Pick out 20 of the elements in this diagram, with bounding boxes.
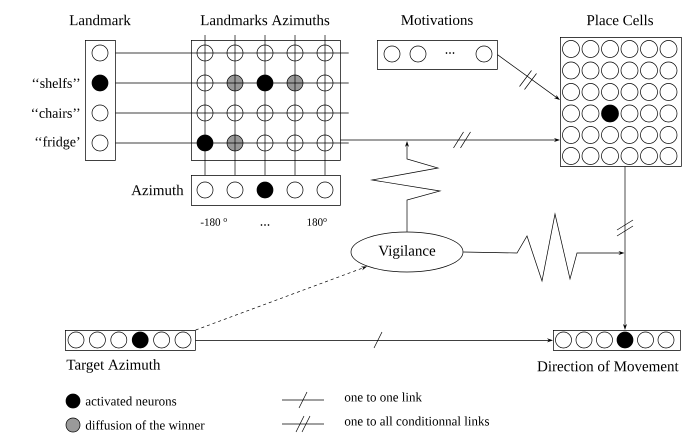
neuron-layer-drawing: ... bbox=[377, 40, 498, 70]
layer-heading: Direction of Movement bbox=[537, 360, 679, 372]
tick-label: ... bbox=[260, 224, 270, 226]
tick-label: -180 $^{o}$ bbox=[200, 218, 227, 226]
layer-heading: Target Azimuth bbox=[66, 359, 160, 373]
landmark-label: ‘‘fridge’ bbox=[36, 136, 80, 150]
legend-label: one to all conditionnal links bbox=[344, 416, 490, 426]
landmark-label: ‘‘chairs’’ bbox=[32, 108, 80, 118]
landmark-label: ‘‘shelfs’’ bbox=[32, 78, 80, 88]
layer-heading: Azimuth bbox=[131, 184, 184, 196]
legend-label: one to one link bbox=[344, 392, 422, 402]
layer-heading: Landmark bbox=[70, 14, 131, 26]
connection-line bbox=[115, 52, 350, 144]
layer-heading: Landmarks Azimuths bbox=[200, 14, 330, 26]
layer-heading: Motivations bbox=[401, 14, 473, 26]
tick-label: 180$^{o}$ bbox=[308, 218, 327, 226]
legend-label: diffusion of the winner bbox=[86, 420, 204, 430]
legend-label: activated neurons bbox=[86, 396, 176, 406]
layer-heading: Place Cells bbox=[586, 14, 653, 26]
connection-line bbox=[204, 34, 326, 176]
